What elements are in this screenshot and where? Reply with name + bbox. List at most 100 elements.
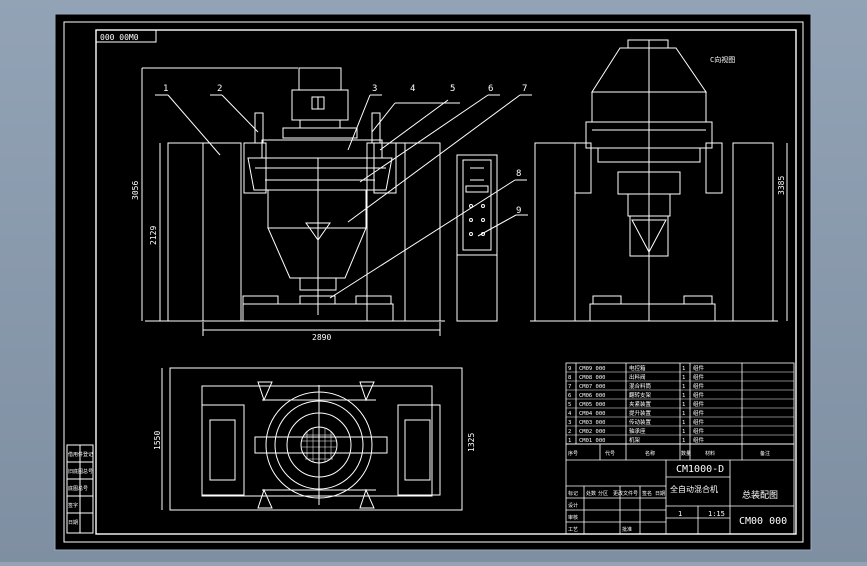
tb-header-cell: 序号	[568, 450, 578, 457]
parts-cell-name: 出料阀	[629, 373, 646, 381]
tb-quantity: 1	[678, 510, 682, 518]
tb-sign-label: 批准	[622, 526, 632, 533]
parts-cell-no: 8	[568, 375, 571, 381]
tb-left-label: 分区	[598, 490, 608, 497]
callout-6: 6	[488, 84, 493, 94]
tb-left-label: 更改文件号	[613, 490, 638, 497]
dim-side-height: 3385	[777, 176, 786, 195]
callout-9: 9	[516, 206, 521, 216]
tb-header-cell: 代号	[605, 450, 615, 457]
dim-lower-height: 2129	[149, 226, 158, 245]
side-view-label: C向视图	[710, 55, 735, 64]
title-block-grid	[565, 443, 795, 535]
stamp-label: 日期	[68, 520, 78, 526]
parts-cell-remark: 组件	[693, 418, 705, 426]
tb-machine-name: 全自动混合机	[670, 484, 718, 494]
tb-left-label: 日期	[655, 491, 665, 497]
stamp-label: 签字	[68, 502, 78, 509]
dim-total-height: 3056	[131, 181, 140, 200]
parts-cell-name: 混合料筒	[629, 382, 652, 390]
tb-drawing-no: CM00 000	[739, 516, 787, 527]
callout-7: 7	[522, 84, 527, 94]
parts-cell-remark: 组件	[693, 400, 705, 408]
parts-cell-no: 7	[568, 384, 571, 390]
tb-left-label: 签名	[642, 490, 652, 497]
tb-sign-label: 设计	[568, 502, 578, 509]
callout-3: 3	[372, 84, 377, 94]
parts-cell-code: CM04 000	[579, 411, 606, 417]
tb-scale: 1:15	[708, 510, 725, 518]
parts-cell-qty: 1	[682, 375, 685, 381]
parts-cell-remark: 组件	[693, 364, 705, 372]
parts-cell-no: 4	[568, 411, 572, 417]
tb-header-cell: 备注	[760, 450, 770, 457]
parts-cell-code: CM09 000	[579, 366, 606, 372]
code-box	[95, 29, 157, 43]
parts-cell-code: CM08 000	[579, 375, 606, 381]
parts-cell-qty: 1	[682, 438, 685, 444]
parts-cell-qty: 1	[682, 411, 685, 417]
parts-cell-qty: 1	[682, 393, 685, 399]
parts-cell-qty: 1	[682, 420, 685, 426]
parts-cell-qty: 1	[682, 402, 685, 408]
dim-width: 2890	[312, 333, 331, 342]
callout-1: 1	[163, 84, 168, 94]
parts-cell-no: 1	[568, 438, 571, 444]
tb-model: CM1000-D	[676, 464, 724, 475]
parts-cell-code: CM03 000	[579, 420, 606, 426]
parts-cell-name: 电控箱	[629, 364, 646, 372]
stamp-box	[66, 444, 94, 534]
parts-cell-remark: 组件	[693, 391, 705, 399]
tb-header-cell: 数量	[681, 450, 691, 457]
parts-cell-remark: 组件	[693, 382, 705, 390]
parts-cell-code: CM05 000	[579, 402, 606, 408]
outer-frame	[63, 21, 804, 543]
control-cabinet	[456, 154, 498, 322]
parts-cell-name: 夹紧装置	[629, 400, 652, 408]
parts-cell-name: 提升装置	[629, 409, 652, 417]
parts-cell-remark: 组件	[693, 436, 705, 444]
callout-8: 8	[516, 169, 521, 179]
parts-cell-remark: 组件	[693, 427, 705, 435]
parts-cell-qty: 1	[682, 366, 685, 372]
drum-hatch	[302, 427, 336, 463]
title-block-text: CM1000-D 全自动混合机 总装配图 CM00 000 1 1:15 序号 …	[568, 450, 787, 533]
stamp-label: 借用件登记	[68, 451, 93, 458]
front-view	[141, 67, 532, 336]
side-view	[530, 39, 788, 322]
tb-left-label: 处数	[586, 490, 596, 497]
tb-sign-label: 工艺	[568, 527, 578, 533]
parts-cell-code: CM06 000	[579, 393, 606, 399]
code-box-text: 000 00M0	[100, 33, 139, 42]
parts-cell-remark: 组件	[693, 409, 705, 417]
parts-cell-no: 2	[568, 429, 571, 435]
tb-left-label: 标记	[568, 490, 578, 497]
parts-cell-name: 传动装置	[629, 418, 652, 426]
inner-frame	[95, 29, 797, 535]
parts-cell-code: CM01 000	[579, 438, 606, 444]
parts-cell-code: CM07 000	[579, 384, 606, 390]
parts-cell-no: 9	[568, 366, 571, 372]
stamp-label: 底图总号	[68, 485, 88, 492]
stamp-label: 旧底图总号	[68, 468, 93, 475]
parts-cell-no: 6	[568, 393, 571, 399]
callout-4: 4	[410, 84, 415, 94]
parts-cell-no: 5	[568, 402, 571, 408]
callout-2: 2	[217, 84, 222, 94]
parts-cell-name: 翻转支架	[629, 391, 652, 399]
tb-drawing-title: 总装配图	[742, 489, 778, 501]
tb-header-cell: 名称	[645, 450, 655, 457]
tb-sign-label: 审核	[568, 514, 578, 521]
parts-cell-code: CM02 000	[579, 429, 606, 435]
parts-cell-name: 机架	[629, 436, 641, 444]
parts-cell-qty: 1	[682, 384, 685, 390]
parts-cell-no: 3	[568, 420, 571, 426]
dim-plan-inner: 1325	[467, 433, 476, 452]
callout-5: 5	[450, 84, 455, 94]
parts-cell-qty: 1	[682, 429, 685, 435]
plan-view	[161, 367, 463, 511]
parts-cell-remark: 组件	[693, 373, 705, 381]
dim-plan-height: 1550	[153, 431, 162, 450]
